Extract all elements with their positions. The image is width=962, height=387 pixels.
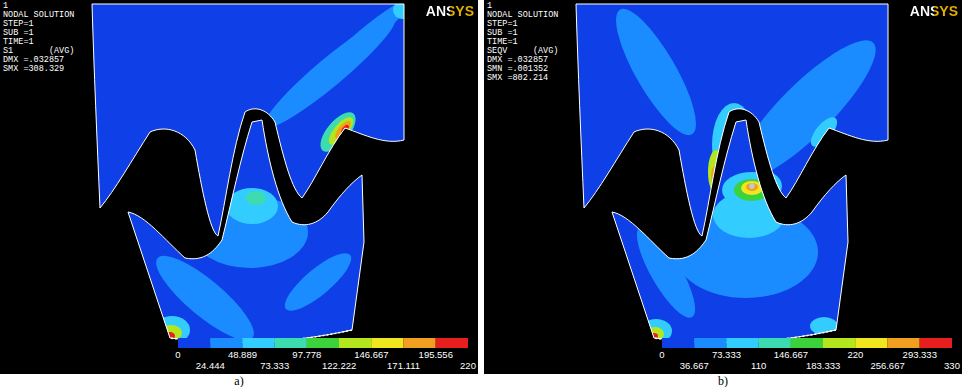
colorbar-value: 24.444 — [196, 361, 225, 371]
stress-contours — [627, 172, 838, 343]
color-bar — [178, 338, 468, 348]
gear-pair — [576, 0, 952, 348]
plot-info: 1 — [487, 2, 492, 11]
color-bar — [662, 338, 952, 348]
lower-gear — [612, 120, 848, 343]
colorbar-value: 220 — [847, 350, 863, 360]
colorbar-value: 171.111 — [387, 361, 420, 371]
plot-info: TIME=1 — [3, 38, 34, 47]
colorbar-value: 73.333 — [712, 350, 741, 360]
plot-info: SMN =.001352 — [487, 65, 548, 74]
colorbar-value: 97.778 — [292, 350, 321, 360]
plot-info: DMX =.032857 — [487, 56, 548, 65]
colorbar-value: 0 — [659, 350, 664, 360]
plot-info: DMX =.032857 — [3, 56, 64, 65]
plot-panel — [484, 0, 962, 374]
plot-info: 1 — [3, 2, 8, 11]
plot-info: STEP=1 — [487, 20, 518, 29]
colorbar-value: 146.667 — [354, 350, 388, 360]
plot-info: NODAL SOLUTION — [487, 11, 558, 20]
colorbar-value: 330 — [944, 361, 960, 371]
colorbar-value: 36.667 — [680, 361, 709, 371]
colorbar-value: 0 — [175, 350, 180, 360]
plot-info: SUB =1 — [487, 29, 518, 38]
plot-info: SEQV (AVG) — [487, 47, 558, 56]
panel-caption: b) — [718, 375, 728, 387]
colorbar-value: 256.667 — [870, 361, 904, 371]
plot-info: STEP=1 — [3, 20, 34, 29]
lower-gear — [128, 120, 364, 343]
panel-caption: a) — [234, 375, 243, 387]
colorbar-value: 146.667 — [774, 350, 808, 360]
plot-info: SMX =308.329 — [3, 65, 64, 74]
contact-point — [749, 183, 755, 189]
plot-info: SUB =1 — [3, 29, 34, 38]
colorbar-value: 73.333 — [260, 361, 289, 371]
gear-outline — [612, 120, 848, 343]
plot-info: NODAL SOLUTION — [3, 11, 74, 20]
colorbar-value: 122.222 — [322, 361, 356, 371]
colorbar-value: 220 — [460, 361, 476, 371]
colorbar-value: 293.333 — [903, 350, 937, 360]
gear-pair — [92, 0, 468, 352]
software-logo: ANSYS — [426, 4, 474, 18]
gear-outline — [128, 120, 364, 343]
plot-info: S1 (AVG) — [3, 47, 74, 56]
plot-panel — [0, 0, 478, 374]
plot-info: SMX =802.214 — [487, 74, 548, 83]
plot-info: TIME=1 — [487, 38, 518, 47]
colorbar-value: 195.556 — [419, 350, 453, 360]
colorbar-value: 48.889 — [228, 350, 257, 360]
software-logo: ANSYS — [910, 4, 958, 18]
colorbar-value: 183.333 — [806, 361, 840, 371]
colorbar-value: 110 — [751, 361, 766, 371]
stress-contours — [146, 188, 359, 352]
